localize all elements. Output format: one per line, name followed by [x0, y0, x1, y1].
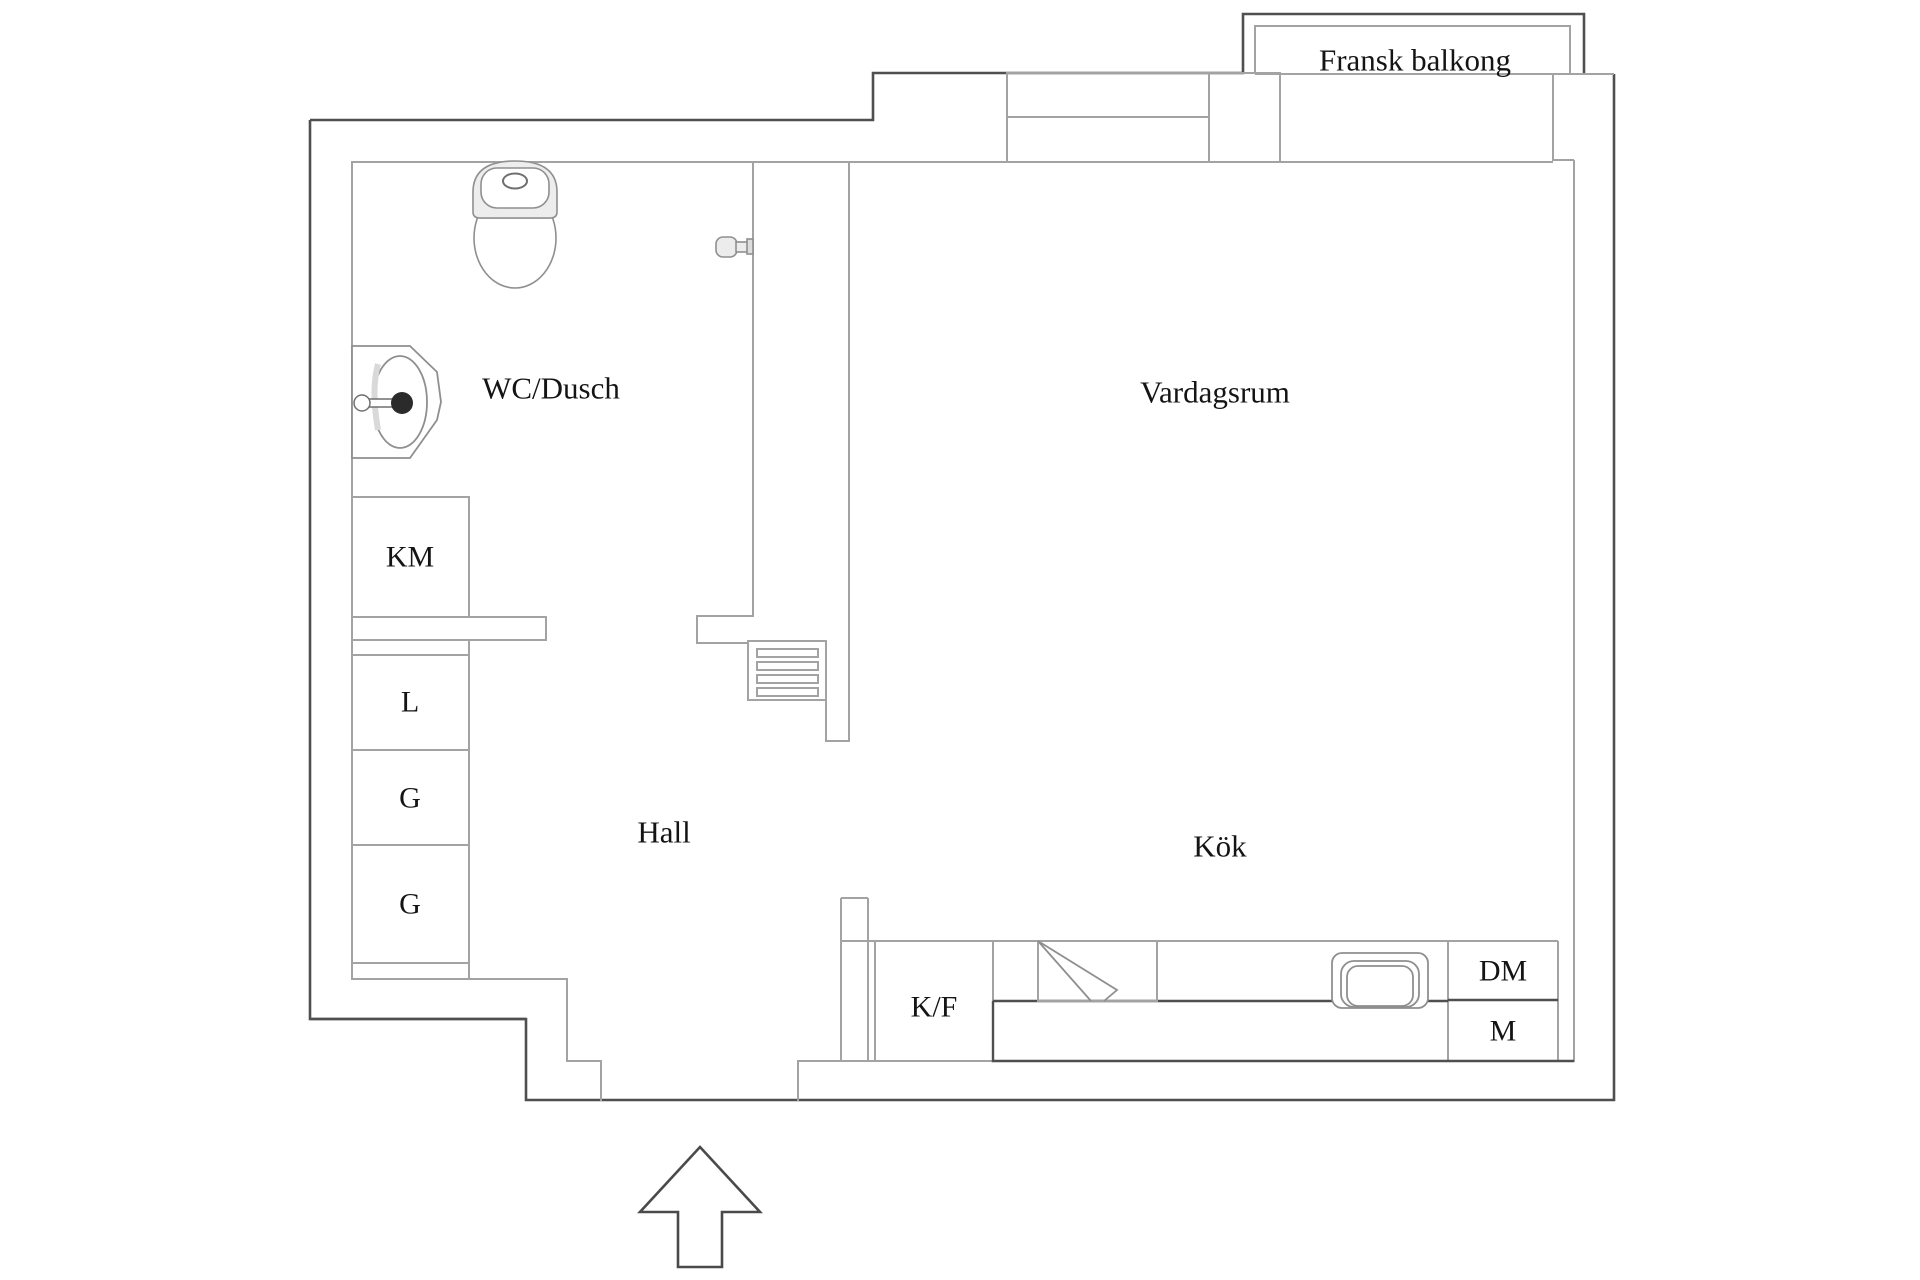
room-label-bathroom: WC/Dusch	[482, 371, 620, 406]
room-label-living: Vardagsrum	[1140, 375, 1290, 410]
microwave-label: M	[1490, 1015, 1517, 1048]
window-bay	[1006, 72, 1281, 163]
entrance-arrow-icon	[637, 1145, 763, 1269]
dishwasher-label: DM	[1479, 955, 1527, 988]
room-label-balcony: Fransk balkong	[1319, 43, 1511, 78]
wardrobe-2-label: G	[399, 888, 421, 921]
fridge-freezer-label: K/F	[911, 991, 958, 1024]
kitchen-sink-icon	[1331, 952, 1429, 1009]
bathroom-sink-icon	[351, 345, 442, 459]
linen-cabinet-label: L	[401, 686, 419, 719]
radiator-icon	[747, 640, 827, 701]
room-label-hall: Hall	[637, 815, 690, 850]
shower-icon	[715, 236, 754, 258]
kitchen-counter	[991, 998, 1574, 1063]
wardrobe-1-label: G	[399, 782, 421, 815]
hatch-symbol-icon	[1037, 940, 1158, 1002]
washing-machine-label: KM	[386, 541, 434, 574]
washing-machine-box: KM	[351, 496, 470, 618]
toilet-icon	[472, 160, 558, 289]
closet-column	[351, 639, 470, 980]
room-label-kitchen: Kök	[1193, 829, 1247, 864]
